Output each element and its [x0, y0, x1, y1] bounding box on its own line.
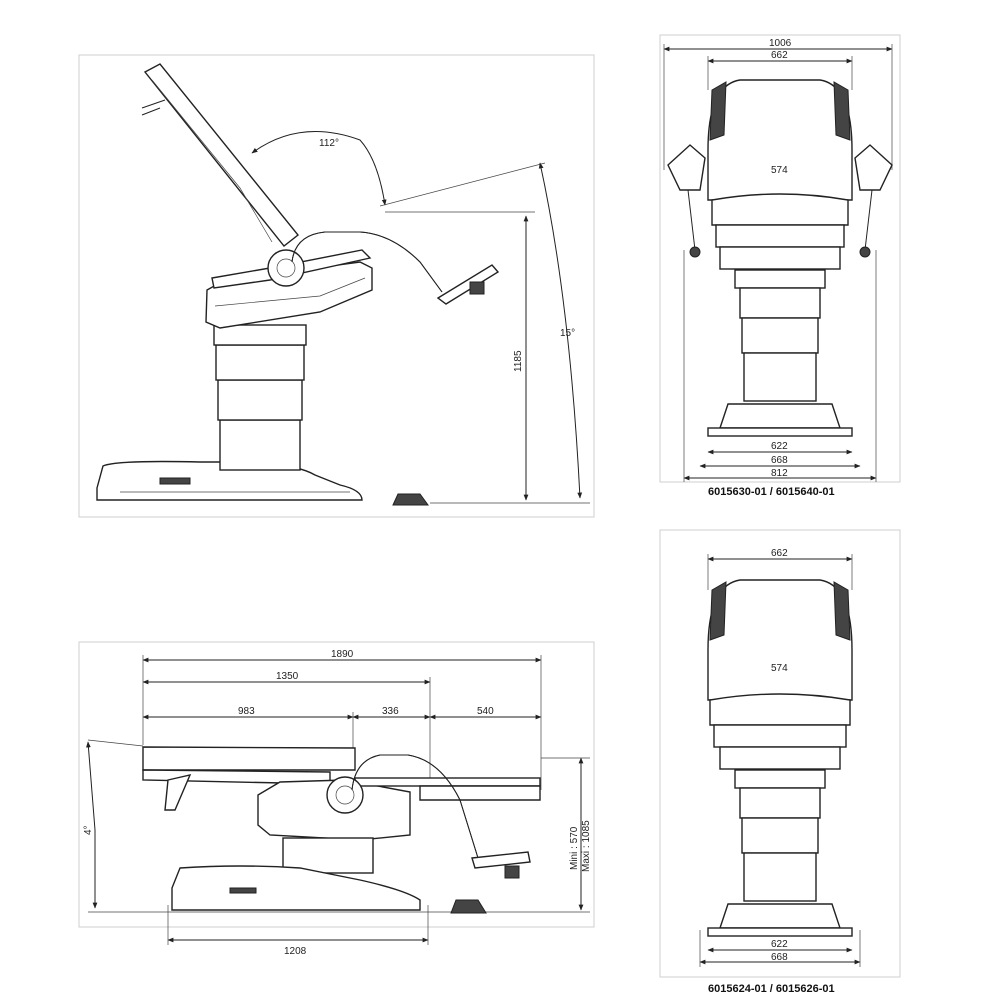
height-min-label: Mini : 570 — [569, 826, 580, 870]
base-mid-label: 668 — [771, 455, 788, 466]
side-upright-chair — [96, 63, 500, 506]
panel-front-narrow-frame — [659, 529, 901, 978]
length-336-label: 336 — [382, 706, 399, 717]
flat-tilt-angle-label: 4° — [83, 825, 94, 835]
overall-width-label: 1006 — [769, 38, 792, 49]
front-narrow-caption: 6015624-01 / 6015626-01 — [708, 983, 835, 995]
base-outer-label: 812 — [771, 468, 788, 479]
base-length-label: 1208 — [284, 946, 307, 957]
front-wide-chair — [667, 79, 893, 437]
panel-side-upright-frame — [78, 54, 595, 518]
tilt-angle-label: 15° — [560, 328, 575, 339]
side-upright-dimensions — [251, 131, 590, 504]
front-narrow-chair — [707, 579, 853, 937]
height-max-label: Maxi : 1085 — [581, 820, 592, 872]
base-inner-label: 622 — [771, 441, 788, 452]
narrow-seat-width-label: 574 — [771, 663, 788, 674]
total-length-label: 1890 — [331, 649, 354, 660]
back-angle-label: 112° — [319, 138, 339, 149]
panel-front-wide-frame — [659, 34, 901, 483]
back-width-label: 662 — [771, 50, 788, 61]
narrow-base-mid-label: 668 — [771, 952, 788, 963]
height-label: 1185 — [513, 350, 524, 372]
length-983-label: 983 — [238, 706, 255, 717]
panel-side-flat-frame — [78, 641, 595, 928]
narrow-back-width-label: 662 — [771, 548, 788, 559]
seat-width-label: 574 — [771, 165, 788, 176]
side-flat-dimensions — [86, 655, 590, 945]
narrow-base-inner-label: 622 — [771, 939, 788, 950]
side-flat-chair — [142, 746, 541, 914]
front-wide-caption: 6015630-01 / 6015640-01 — [708, 486, 835, 498]
length-540-label: 540 — [477, 706, 494, 717]
length-1350-label: 1350 — [276, 671, 299, 682]
